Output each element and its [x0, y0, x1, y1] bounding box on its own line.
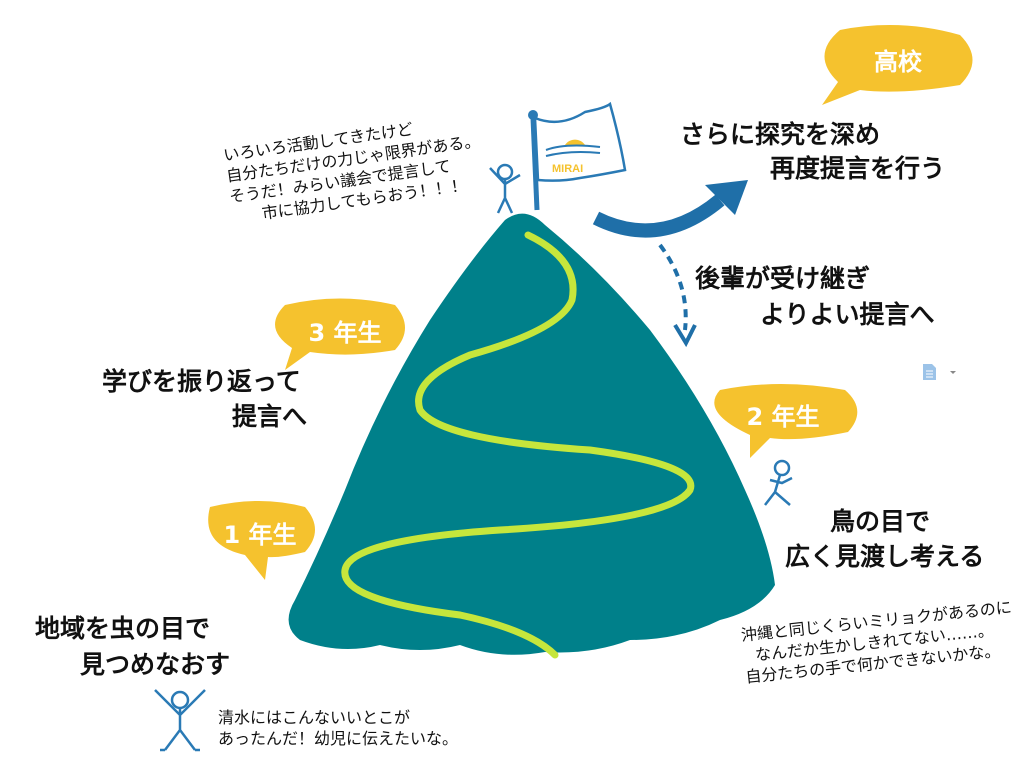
caption-grade1-2: 見つめなおす: [80, 650, 231, 679]
caption-grade3-1: 学びを振り返って: [102, 367, 301, 396]
caption-grade2-1: 鳥の目で: [830, 507, 931, 536]
dashed-arrow: [658, 243, 688, 331]
bubble-grade2: 2 年生: [746, 403, 820, 431]
svg-text:MIRAI: MIRAI: [552, 163, 583, 175]
note-bottom: 清水にはこんないいとこがあったんだ！幼児に伝えたいな。: [218, 708, 459, 748]
bubble-koukou: 高校: [874, 48, 922, 76]
caption-grade2-2: 広く見渡し考える: [785, 542, 985, 571]
bubble-grade1: 1 年生: [223, 521, 297, 549]
speech-bubbles: [208, 25, 973, 580]
document-icon[interactable]: [920, 362, 960, 382]
mountain: [288, 213, 775, 655]
trail: [341, 231, 695, 659]
caption-kouhai-1: 後輩が受け継ぎ: [695, 264, 871, 293]
caption-koukou-1: さらに探究を深め: [680, 120, 881, 149]
bubble-grade3: 3 年生: [308, 319, 382, 347]
flag-icon: MIRAI: [528, 101, 627, 211]
up-arrow: [592, 194, 725, 238]
caption-koukou-2: 再度提言を行う: [770, 154, 946, 183]
caption-kouhai-2: よりよい提言へ: [760, 300, 935, 329]
caption-grade1-1: 地域を虫の目で: [35, 614, 211, 643]
caption-grade3-2: 提言へ: [232, 402, 308, 431]
stick-figure-icons: [154, 163, 793, 752]
